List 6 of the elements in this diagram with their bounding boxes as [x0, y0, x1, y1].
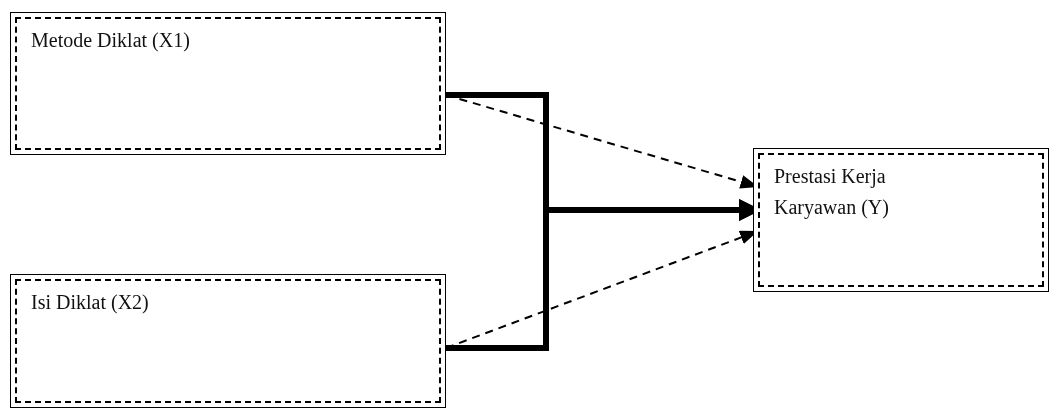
variable-label: Isi Diklat (X2): [31, 290, 150, 316]
variable-label: Metode Diklat (X1): [31, 28, 191, 54]
variable-box: [753, 148, 1049, 292]
variable-box: [10, 12, 446, 155]
variable-box: [10, 274, 446, 408]
variable-label: Prestasi Kerja Karyawan (Y): [774, 164, 890, 221]
